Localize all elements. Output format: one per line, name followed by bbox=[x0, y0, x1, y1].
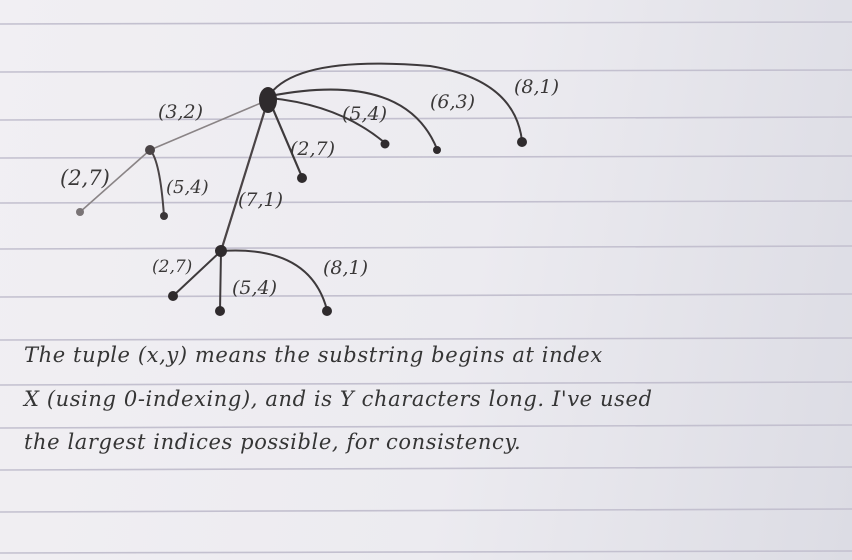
edge-label: (8,1) bbox=[514, 76, 559, 98]
note-line-1: The tuple (x,y) means the substring begi… bbox=[24, 343, 603, 367]
edge-label: (5,4) bbox=[166, 177, 209, 198]
edge-label: (8,1) bbox=[323, 257, 368, 279]
note-line-2: X (using 0-indexing), and is Y character… bbox=[24, 387, 653, 411]
leaf-node bbox=[433, 146, 441, 154]
edge-label: (6,3) bbox=[430, 91, 475, 113]
edge-label: (2,7) bbox=[290, 138, 335, 160]
left-node bbox=[145, 145, 155, 155]
edge-label: (5,4) bbox=[232, 277, 277, 299]
edge-mid-to-leaf-b bbox=[219, 250, 222, 312]
leaf-node bbox=[76, 208, 84, 216]
leaf-node bbox=[380, 139, 390, 149]
leaf-node bbox=[322, 306, 332, 316]
edge-label: (7,1) bbox=[238, 189, 283, 211]
leaf-node bbox=[215, 306, 225, 316]
edge-mid-to-leaf-c bbox=[220, 249, 328, 311]
root-node bbox=[259, 87, 277, 113]
leaf-node bbox=[168, 291, 178, 301]
note-line-3: the largest indices possible, for consis… bbox=[24, 430, 522, 454]
edge-label: (5,4) bbox=[342, 103, 387, 125]
leaf-node bbox=[160, 212, 168, 220]
edge-label: (2,7) bbox=[152, 257, 192, 277]
edge-label: (3,2) bbox=[158, 101, 203, 123]
ruled-lines bbox=[0, 21, 852, 554]
edge-root-to-mid bbox=[219, 98, 270, 253]
edge-mid-to-leaf-a bbox=[172, 250, 222, 297]
leaf-node bbox=[297, 173, 307, 183]
edge-label: (2,7) bbox=[60, 166, 110, 190]
edge-left-to-leaf-b bbox=[149, 149, 165, 217]
leaf-node bbox=[517, 137, 527, 147]
edge-root-to-leaf-c bbox=[269, 88, 438, 150]
edge-root-to-left bbox=[149, 99, 269, 151]
mid-node bbox=[215, 245, 227, 257]
edge-left-to-leaf-a bbox=[79, 149, 151, 213]
edge-root-to-leaf-d bbox=[269, 62, 523, 142]
edge-root-to-leaf-b bbox=[269, 97, 386, 144]
